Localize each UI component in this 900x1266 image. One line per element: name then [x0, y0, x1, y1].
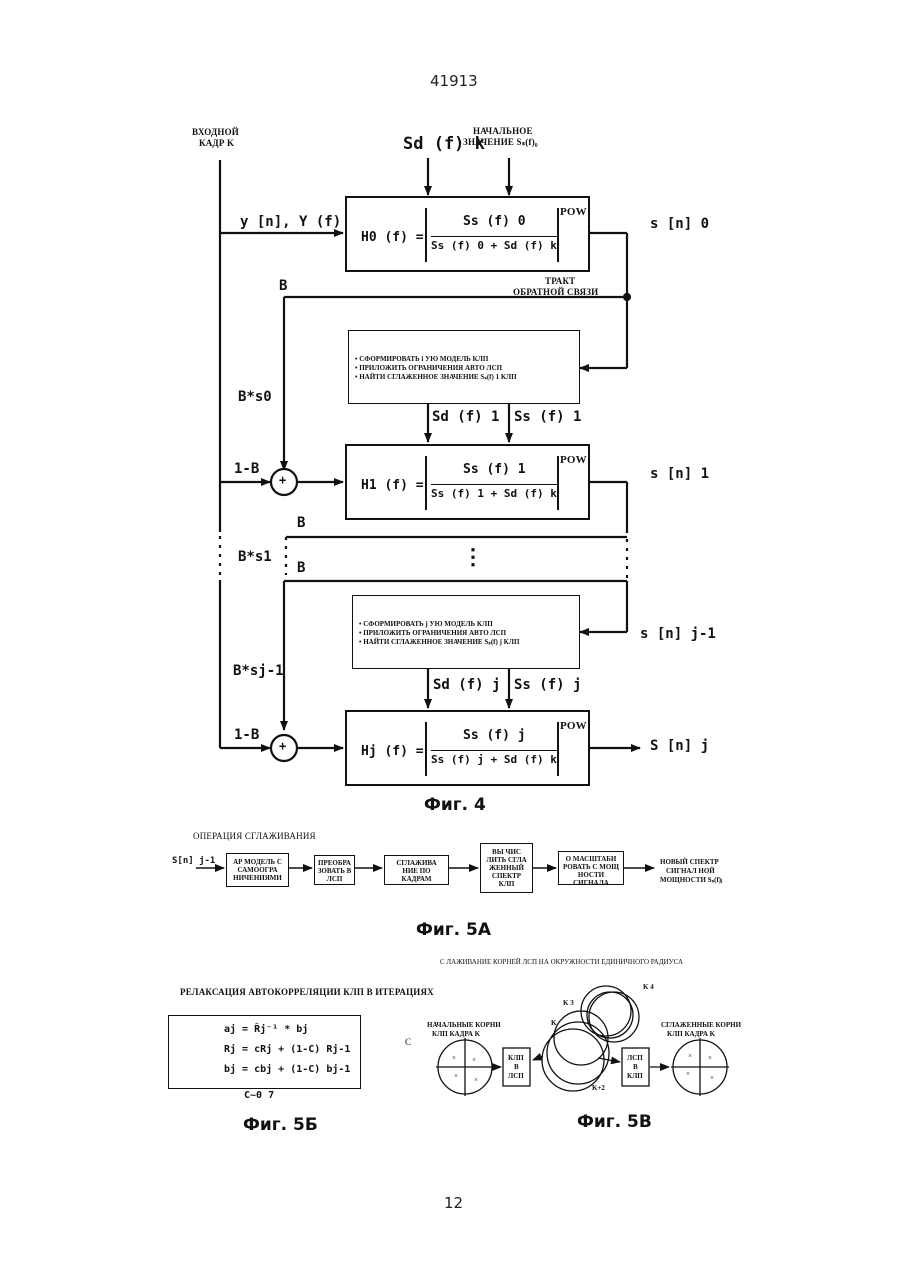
svg-text:×: ×	[454, 1072, 458, 1080]
svg-text:×: ×	[452, 1054, 456, 1062]
fig5v-box1-3: ЛСП	[508, 1072, 524, 1080]
fig5v-left-label-2: КЛП КАДРА K	[432, 1030, 480, 1038]
svg-text:×: ×	[708, 1054, 712, 1062]
svg-text:×: ×	[710, 1074, 714, 1082]
fig5v-caption: Фиг. 5В	[577, 1112, 652, 1132]
fig5v-title: С ЛАЖИВАНИЕ КОРНЕЙ ЛСП НА ОКРУЖНОСТИ ЕДИ…	[440, 958, 683, 966]
svg-text:×: ×	[474, 1076, 478, 1084]
fig5v-k-label-k: K	[551, 1019, 556, 1027]
svg-text:×: ×	[472, 1056, 476, 1064]
svg-text:×: ×	[688, 1052, 692, 1060]
fig5v-k-label-4: K 4	[643, 983, 654, 991]
fig5v-k-label-3: K 3	[563, 999, 574, 1007]
fig5v-k-label-k2: K+2	[592, 1084, 605, 1092]
fig5v-c-label: С	[405, 1037, 411, 1047]
fig5v-right-label-2: КЛП КАДРА K	[667, 1030, 715, 1038]
fig5v-box1-2: В	[514, 1063, 519, 1071]
fig5v-box2-2: В	[633, 1063, 638, 1071]
fig5v-box1-1: КЛП	[508, 1054, 524, 1062]
fig5v-box2-3: КЛП	[627, 1072, 643, 1080]
fig5v-left-label-1: НАЧАЛЬНЫЕ КОРНИ	[427, 1021, 501, 1029]
svg-text:×: ×	[686, 1070, 690, 1078]
fig5v-box2-1: ЛСП	[627, 1054, 643, 1062]
fig5v-right-label-1: СГЛАЖЕННЫЕ КОРНИ	[661, 1021, 741, 1029]
